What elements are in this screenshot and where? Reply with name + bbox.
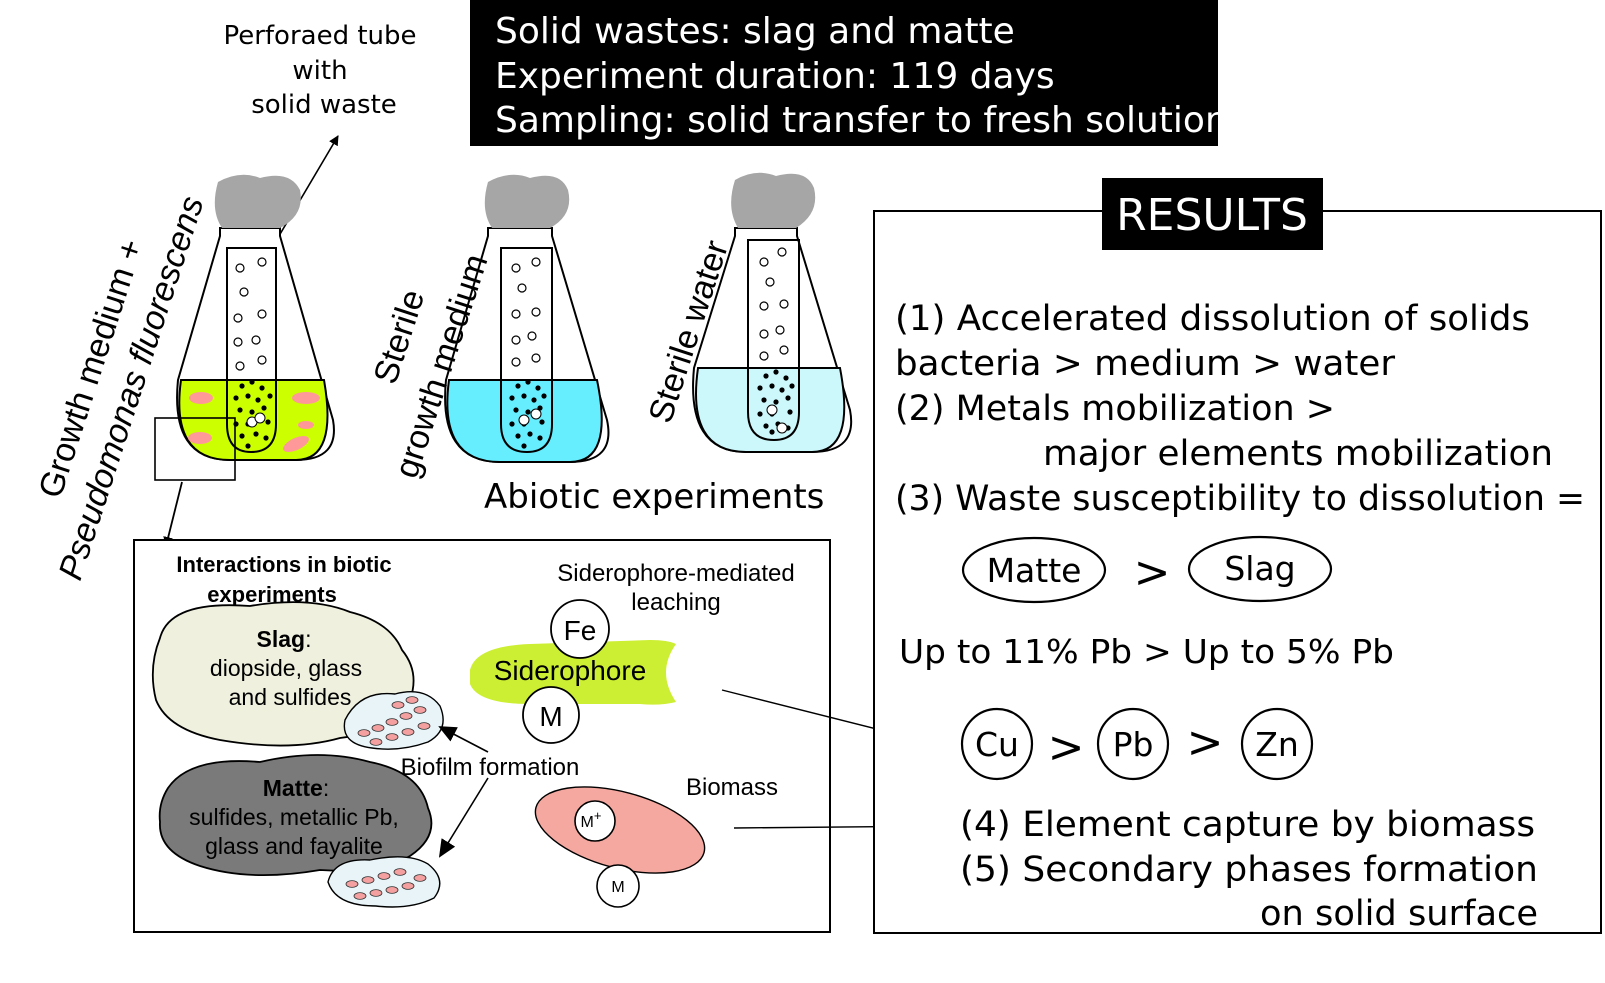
slag-oval xyxy=(1187,535,1333,603)
matte-oval xyxy=(961,536,1107,604)
biofilm-arrow-matte xyxy=(438,777,489,858)
bacterium xyxy=(189,392,213,404)
siderophore-label: Siderophore xyxy=(494,655,647,686)
solid-waste-particles xyxy=(757,369,795,435)
result-line-1b: bacteria > medium > water xyxy=(895,344,1396,384)
metal-cu-label: Cu xyxy=(975,725,1019,764)
tube-label-line-2: with xyxy=(292,56,347,86)
matte-composition-line-1: sulfides, metallic Pb, xyxy=(189,804,399,830)
solid-waste-particles xyxy=(233,379,273,449)
result-line-2b: major elements mobilization xyxy=(1043,434,1553,474)
metal-label: M xyxy=(539,701,562,732)
flask-sterile-medium-tube xyxy=(500,247,553,454)
siderophore-molecule xyxy=(470,640,676,705)
matte-biofilm xyxy=(327,856,441,908)
metal-bound-ion xyxy=(574,800,616,842)
results-title: RESULTS xyxy=(1116,190,1308,241)
bacterium xyxy=(188,432,212,444)
results-panel: RESULTS (1) Accelerated dissolution of s… xyxy=(873,178,1602,934)
interactions-panel: Interactions in biotic experiments Slag:… xyxy=(133,539,831,933)
header-line-duration: Experiment duration: 119 days xyxy=(495,56,1055,97)
biofilm-bacteria xyxy=(345,868,427,900)
header-box: Solid wastes: slag and matte Experiment … xyxy=(470,0,1228,146)
fe-label: Fe xyxy=(564,615,597,646)
tube-perforations xyxy=(759,247,789,361)
flask-sterile-water-stopper xyxy=(731,172,816,228)
metal-pb-label: Pb xyxy=(1113,725,1154,764)
tube-perforations xyxy=(511,257,541,367)
bacterium xyxy=(283,435,309,453)
slag-composition-line-1: diopside, glass xyxy=(210,655,362,681)
zoom-square xyxy=(154,417,236,481)
tube-label-line-1: Perforaed tube xyxy=(223,21,416,51)
flask-sterile-medium xyxy=(444,174,610,463)
susceptibility-gt: > xyxy=(1134,547,1171,598)
slag-oval-label: Slag xyxy=(1224,549,1295,588)
metal-zn-circle xyxy=(1240,707,1314,781)
matte-composition-line-2: glass and fayalite xyxy=(205,833,383,859)
result-line-5: (5) Secondary phases formation xyxy=(960,850,1538,890)
matte-particle xyxy=(158,754,433,877)
slag-name: Slag: xyxy=(257,626,312,652)
slag-composition-line-2: and sulfides xyxy=(229,684,352,710)
metal-cu-circle xyxy=(960,707,1034,781)
label-abiotic-experiments: Abiotic experiments xyxy=(484,477,824,517)
metal-free-ion xyxy=(596,864,640,908)
zoom-arrow xyxy=(163,481,183,547)
biofilm-formation-label: Biofilm formation xyxy=(401,754,580,781)
metal-gt-1: > xyxy=(1048,722,1085,773)
result-line-2: (2) Metals mobilization > xyxy=(895,389,1335,429)
metal-free-label: M xyxy=(611,879,624,896)
metal-gt-2: > xyxy=(1187,717,1224,768)
header-line-wastes: Solid wastes: slag and matte xyxy=(495,11,1015,52)
result-line-5b: on solid surface xyxy=(1260,894,1538,934)
header-box-background xyxy=(470,0,1218,146)
header-line-sampling: Sampling: solid transfer to fresh soluti… xyxy=(495,100,1228,141)
metal-bound-label: M+ xyxy=(581,808,602,831)
results-title-background xyxy=(1102,178,1323,250)
flask-biotic-tube xyxy=(226,247,277,454)
flask-biotic-stopper xyxy=(214,174,301,228)
bacterium xyxy=(298,421,314,429)
flask-sterile-medium-stopper xyxy=(484,174,570,228)
biofilm-arrow-slag xyxy=(438,726,489,753)
biofilm-bacteria xyxy=(357,696,431,746)
flask-biotic xyxy=(154,174,335,547)
biomass-label: Biomass xyxy=(686,774,778,801)
fe-ion xyxy=(550,599,610,659)
flask-sterile-water-tube xyxy=(747,239,800,442)
siderophore-title-2: leaching xyxy=(631,589,720,616)
result-line-1: (1) Accelerated dissolution of solids xyxy=(895,299,1530,339)
siderophore-title-1: Siderophore-mediated xyxy=(557,560,794,587)
result-line-3: (3) Waste susceptibility to dissolution … xyxy=(895,479,1585,519)
tube-perforations xyxy=(233,257,267,371)
metal-ion xyxy=(522,686,580,744)
metal-zn-label: Zn xyxy=(1255,725,1299,764)
bacterium xyxy=(292,392,320,404)
result-line-4: (4) Element capture by biomass xyxy=(960,805,1535,845)
matte-oval-label: Matte xyxy=(987,551,1082,590)
tube-label-line-3: solid waste xyxy=(251,90,397,120)
interactions-title-1: Interactions in biotic xyxy=(176,552,391,577)
solid-waste-particles xyxy=(509,379,547,449)
flask-sterile-water xyxy=(692,172,853,453)
pb-comparison: Up to 11% Pb > Up to 5% Pb xyxy=(899,632,1394,671)
metal-pb-circle xyxy=(1096,707,1170,781)
matte-name: Matte: xyxy=(263,775,329,801)
